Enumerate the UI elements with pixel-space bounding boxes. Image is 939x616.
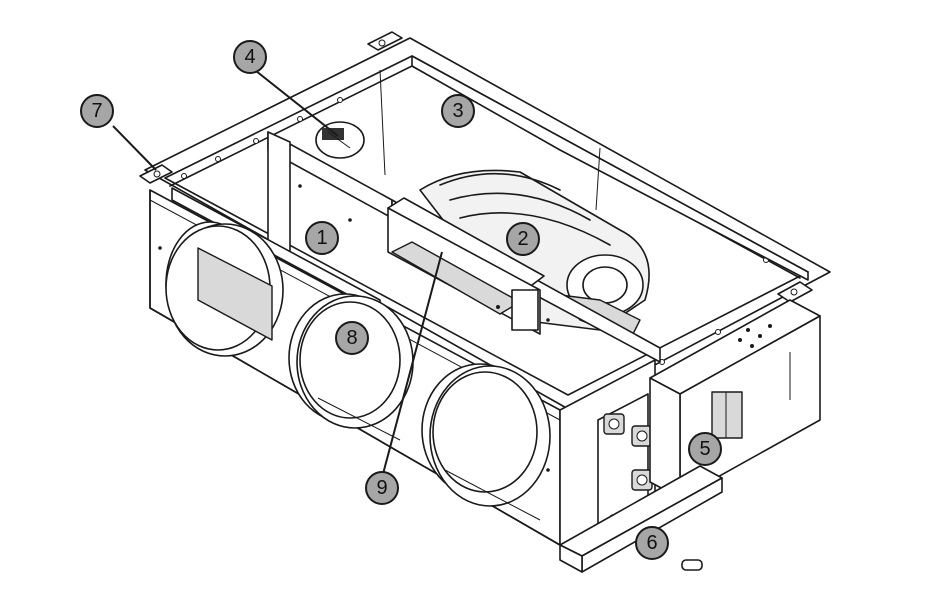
callout-9-label: 9 xyxy=(376,477,387,499)
damper-motor xyxy=(315,121,365,159)
leader-lines xyxy=(112,66,443,475)
callout-5: 5 xyxy=(688,432,722,466)
side-panel xyxy=(559,359,656,546)
callout-2: 2 xyxy=(506,222,540,256)
leader-4 xyxy=(250,66,339,137)
callout-3-label: 3 xyxy=(452,100,463,122)
callout-1-label: 1 xyxy=(316,227,327,249)
callout-6: 6 xyxy=(635,526,669,560)
callout-4: 4 xyxy=(233,40,267,74)
callout-7: 7 xyxy=(80,94,114,128)
callout-2-label: 2 xyxy=(517,228,528,250)
callout-4-label: 4 xyxy=(244,46,255,68)
callout-8: 8 xyxy=(335,321,369,355)
callout-8-label: 8 xyxy=(346,327,357,349)
callout-6-label: 6 xyxy=(646,532,657,554)
drain-pan xyxy=(559,465,723,573)
outlet-collar-1 xyxy=(165,221,284,357)
callout-9: 9 xyxy=(365,471,399,505)
outlet-collar-2 xyxy=(288,293,414,441)
callout-7-label: 7 xyxy=(91,100,102,122)
callout-5-label: 5 xyxy=(699,438,710,460)
leader-9 xyxy=(382,251,443,475)
outlet-collar-3 xyxy=(421,363,551,521)
leader-7 xyxy=(112,125,157,171)
callout-1: 1 xyxy=(305,221,339,255)
rear-panel xyxy=(379,55,809,281)
callout-3: 3 xyxy=(441,94,475,128)
control-bracket xyxy=(387,197,545,335)
